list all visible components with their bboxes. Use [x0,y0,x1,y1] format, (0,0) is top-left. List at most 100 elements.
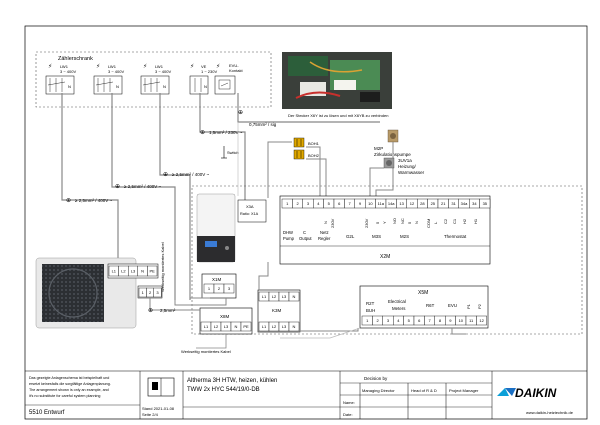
terminal-label: 3 [228,286,231,291]
x5m-label: EVU [448,303,457,308]
x2m-group-label: DHW [283,230,293,235]
x5m-label: R6T [426,303,435,308]
terminal-label: 7 [428,318,431,323]
x8m-title: X8M [220,314,230,319]
terminal-label: 10 [459,318,464,323]
terminal-label: 9 [449,318,452,323]
terminal-label: 25 [431,201,436,206]
x2m-mid-label: 5 [375,221,380,224]
title-block [25,370,587,419]
cable-label-c1: 0,75mm² / sig [249,122,277,127]
x3a-label: X3A [246,204,254,209]
sheet-frame [24,25,588,420]
terminal-label: 11 [469,318,474,323]
terminal-label: 12 [410,201,415,206]
x5m-label: Electrical [388,299,406,304]
valve-label-3: Warmwasser [398,170,425,175]
terminal-label: 31 [451,201,456,206]
boh2-label: BOH2 [308,153,320,158]
terminal-label: N [141,268,144,273]
terminal-label: N [293,294,296,299]
x2m-mid-label: Y [382,221,387,224]
power-400v-cable-1 [61,93,119,265]
breaker-label: VE [201,64,207,69]
valve-label-1: 3UV1a [398,158,412,163]
x2m-mid-label: L [433,221,438,224]
brand-name: DAIKIN [515,386,557,400]
x2m-mid-label: N [323,221,328,224]
x2m-group-label: Pump [283,236,295,241]
evu-label: EVU- [229,63,239,68]
x5m-label: BUH [366,308,375,313]
terminal-label: L1 [112,268,117,273]
terminal-cell [476,315,487,326]
breaker-group-4: ⚡ VE 1 ~ 230V N [189,63,217,95]
disclaimer-line: it's no substitute for careful system pl… [29,394,100,398]
breaker-group-2: ⚡ LW1 3 ~ 400V N [93,63,124,95]
terminal-label: 5 [328,201,331,206]
factory-cable-label-vertical: Werkseitig montiertes Kabel [160,242,165,292]
x5m-label: R2T [366,301,375,306]
indoor-unit-area [191,185,583,335]
breaker-label: LW1 [155,64,164,69]
terminal-label: 35 [483,201,488,206]
meter-cabinet-title: Zählerschrank [58,56,93,62]
terminal-label: N [235,324,238,329]
cable-icon: ⊕ [148,308,153,314]
terminal-label: 4 [317,201,320,206]
terminal-label: 9 [359,201,362,206]
x2m-mid-label: H1 [473,218,478,224]
breaker-group-3: ⚡ LW1 3 ~ 400V N [140,63,171,95]
cable-icon: ⊕ [238,110,243,116]
disclaimer-line: The arrangement shown is only an example… [29,388,109,392]
terminal-cell [288,321,300,332]
x2m-mid-label: 230V [364,218,369,228]
indoor-unit-image [196,193,236,263]
terminal-label: 2 [376,318,379,323]
x2m-mid-label: NO [392,218,397,224]
cable-icon: ⊕ [115,184,120,190]
lightning-icon: ⚡ [96,63,100,70]
breaker-rating: 3 ~ 400V [108,69,124,74]
terminal-cell [153,287,162,298]
terminal-cell [288,291,300,302]
disclaimer-line: ersetzt keinesfalls die sorgfältige Anla… [29,382,111,386]
cable-icon: ⊕ [66,198,71,204]
cable-icon: ⊕ [200,130,205,136]
terminal-label: L2 [272,294,277,299]
website: www.daikin-heiztechnik.de [526,410,574,415]
terminal-label: L2 [214,324,219,329]
breaker-rating: 3 ~ 400V [155,69,171,74]
breaker-terminal: N [163,84,166,89]
stand-date: Stand 2021-01-08 [142,406,175,411]
terminal-label: 1 [208,286,211,291]
breaker-group-1: ⚡ LW1 3 ~ 400V N [45,63,76,95]
meter-cabinet-box [35,51,272,108]
terminal-label: 10 [368,201,373,206]
switch-label: Switch [227,150,239,155]
terminal-label: L2 [272,324,277,329]
photo-caption: Der Stecker X6Y ist zu lösen und mit X6Y… [288,113,388,118]
x2m-mid-label: 230V [330,218,335,228]
page-number: Seite 2/4 [142,412,159,417]
x3a-box [237,199,267,223]
disclaimer-line: Das gezeigte Anlagenschema ist beispielh… [29,376,109,380]
terminal-label: 8 [439,318,442,323]
terminal-label: 1 [366,318,369,323]
terminal-label: PE [243,324,249,329]
breaker-terminal: N [116,84,119,89]
pump-label-1: M2P [374,146,383,151]
x5m-label: Meters [392,306,406,311]
project-line-2: TWW 2x HYC 544/19/0-DB [187,387,260,393]
terminal-label: 2 [296,201,299,206]
terminal-label: N [293,324,296,329]
x2m-group-label: Netz [320,230,329,235]
boh2-heater: BOH2 [293,149,320,160]
evu-contact: ⚡ EVU- Kontakt [214,63,243,95]
terminal-label: L3 [131,268,136,273]
terminal-cell [223,283,235,294]
power-230v-cable [199,93,246,205]
terminal-label: 3 [387,318,390,323]
